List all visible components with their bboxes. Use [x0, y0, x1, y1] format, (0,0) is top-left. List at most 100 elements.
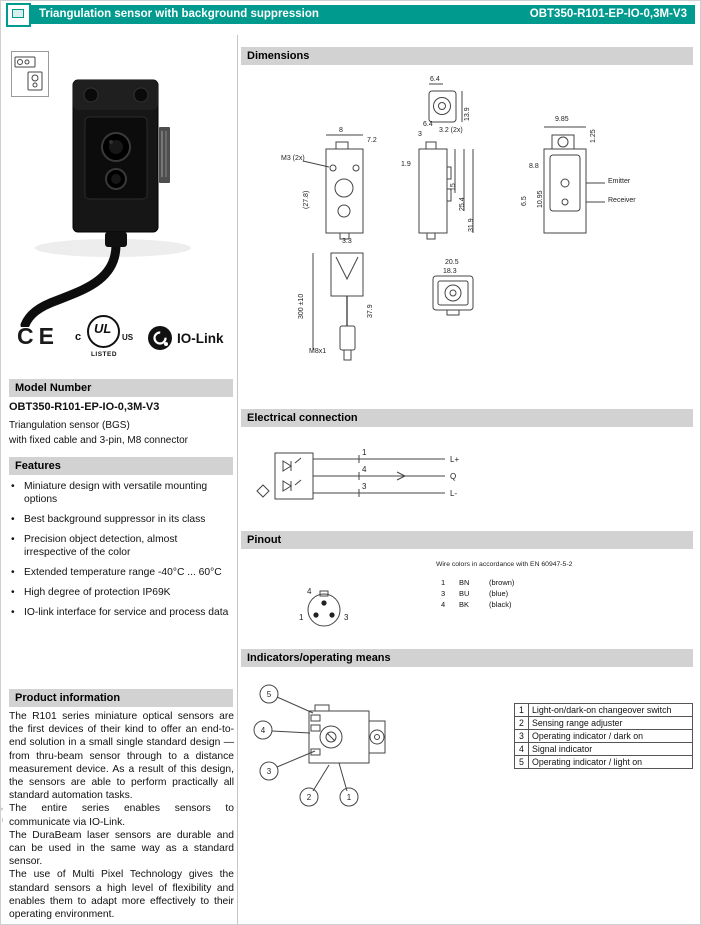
wire-color-code: BU [459, 589, 470, 598]
feature-text: Miniature design with versatile mounting… [24, 481, 208, 505]
io-link-logo: IO-Link [147, 325, 224, 351]
dimension-label: M3 (2x) [281, 155, 305, 162]
sensor-photo-drawing [20, 79, 191, 330]
electrical-diagram: 1 4 3 L+ Q L- [241, 433, 693, 523]
feature-text: Extended temperature range -40°C ... 60°… [24, 567, 222, 578]
indicator-label: Sensing range adjuster [528, 716, 693, 730]
indicator-label: Light-on/dark-on changeover switch [528, 703, 693, 717]
feature-item: •Best background suppressor in its class [11, 513, 233, 526]
feature-text: Best background suppressor in its class [24, 514, 206, 525]
callout-4: 4 [261, 726, 266, 735]
product-info-paragraph: The entire series enables sensors to com… [9, 803, 234, 828]
product-info-text: The R101 series miniature optical sensor… [9, 710, 234, 921]
indicator-number: 1 [514, 703, 529, 717]
wire-color-code: BK [459, 600, 470, 609]
wire-number-4: 4 [362, 465, 367, 474]
wire-label-lminus: L- [450, 489, 457, 498]
wire-color-code: BN [459, 578, 470, 587]
dimension-label: 31.9 [468, 218, 475, 232]
feature-item: •IO-link interface for service and proce… [11, 606, 233, 619]
wire-label-lplus: L+ [450, 455, 459, 464]
features-heading: Features [9, 457, 233, 475]
wire-pin-number: 4 [441, 600, 446, 609]
callout-1: 1 [347, 793, 352, 802]
dimension-label: 3 [418, 131, 422, 138]
feature-item: •Precision object detection, almost irre… [11, 533, 233, 559]
wire-color-name: (black) [489, 600, 512, 609]
product-pictogram [11, 51, 49, 97]
dimensions-heading: Dimensions [241, 47, 693, 65]
product-photo [13, 55, 228, 330]
pinout-heading: Pinout [241, 531, 693, 549]
product-info-paragraph: The use of Multi Pixel Technology gives … [9, 869, 234, 921]
ce-logo: CE [17, 323, 59, 349]
indicator-label: Signal indicator [528, 742, 693, 756]
dimension-label: 6.5 [521, 196, 528, 206]
connector-pin-4: 4 [307, 587, 312, 596]
dimension-label: 1.25 [590, 129, 597, 143]
io-link-label: IO-Link [177, 330, 224, 346]
bullet-glyph: • [11, 481, 15, 492]
indicators-drawing: 5 4 3 2 1 [253, 684, 386, 807]
wire-colors-note: Wire colors in accordance with EN 60947-… [436, 561, 573, 568]
dimension-views [302, 83, 605, 361]
feature-text: IO-link interface for service and proces… [24, 607, 229, 618]
dimension-label: 7.2 [367, 137, 377, 144]
electrical-heading: Electrical connection [241, 409, 693, 427]
sensor-glyph [12, 9, 24, 18]
ul-c-label: c [75, 331, 82, 343]
dimension-label: 8 [339, 127, 343, 134]
circuit-drawing: 1 4 3 L+ Q L- [256, 448, 459, 500]
wire-label-q: Q [450, 472, 456, 481]
bullet-glyph: • [11, 587, 15, 598]
dimension-label: 9.85 [555, 116, 569, 123]
header-bar: Triangulation sensor with background sup… [6, 5, 695, 24]
indicator-number: 3 [514, 729, 529, 743]
ul-circle: UL [87, 315, 120, 348]
bullet-glyph: • [11, 567, 15, 578]
wire-row: 4 BK (black) [441, 599, 549, 610]
pinout-section: Wire colors in accordance with EN 60947-… [241, 553, 693, 645]
dimension-label: 25.4 [459, 197, 466, 211]
io-link-icon [148, 326, 172, 350]
connector-pin-3: 3 [344, 613, 349, 622]
model-number-heading: Model Number [9, 379, 233, 397]
model-description-1: Triangulation sensor (BGS) [9, 420, 130, 431]
dimension-label: 20.5 [445, 259, 459, 266]
feature-item: • Miniature design with versatile mountin… [11, 480, 233, 506]
dimension-label: M8x1 [309, 348, 327, 355]
callout-3: 3 [267, 767, 272, 776]
certification-logos: CE c UL US LISTED IO-Link [9, 313, 233, 369]
indicator-number: 4 [514, 742, 529, 756]
dimension-label: 300 ±10 [298, 293, 305, 319]
ul-logo: c UL US LISTED [71, 313, 137, 365]
wire-color-name: (brown) [489, 578, 515, 587]
indicator-number: 5 [514, 755, 529, 769]
ul-letters: UL [94, 321, 112, 336]
header-model-number: OBT350-R101-EP-IO-0,3M-V3 [529, 8, 687, 20]
indicator-label: Operating indicator / dark on [528, 729, 693, 743]
callout-2: 2 [307, 793, 312, 802]
dimension-label: 6.4 [430, 76, 440, 83]
dimension-label: 15 [450, 183, 457, 191]
product-info-paragraph: The R101 series miniature optical sensor… [9, 711, 234, 802]
dimension-label: (27.8) [303, 190, 310, 209]
connector-face-drawing: 4 1 3 [299, 587, 349, 627]
model-description-2: with fixed cable and 3-pin, M8 connector [9, 435, 188, 446]
callout-5: 5 [267, 690, 272, 699]
product-info-paragraph: The DuraBeam laser sensors are durable a… [9, 829, 234, 868]
wire-number-3: 3 [362, 482, 367, 491]
dimension-label: 37.9 [367, 304, 374, 318]
dimension-label: 10.95 [537, 190, 544, 208]
